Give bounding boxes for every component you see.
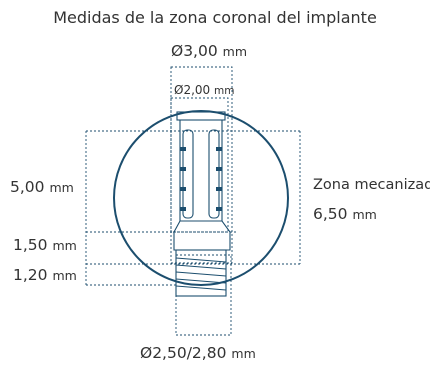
collar-height-unit: mm — [52, 238, 77, 253]
collar-height-label: 1,50 mm — [13, 236, 77, 254]
post-walls — [179, 120, 223, 221]
coronal-height-label: 5,00 mm — [10, 178, 74, 196]
post-cap — [176, 111, 226, 121]
thread-start-label: 1,20 mm — [13, 266, 77, 284]
inner-diameter-label: Ø2,00 mm — [174, 84, 234, 97]
platform-diameter-box — [170, 66, 233, 264]
thread-start-unit: mm — [52, 268, 77, 283]
thread-start-value: 1,20 — [13, 266, 48, 284]
implant-collar — [173, 220, 231, 251]
platform-diameter-value: Ø3,00 — [171, 42, 218, 60]
machined-zone-label: Zona mecanizada — [313, 177, 430, 193]
platform-diameter-unit: mm — [222, 44, 248, 59]
implant-thread-body — [175, 249, 227, 297]
coronal-height-value: 5,00 — [10, 178, 45, 196]
platform-diameter-label: Ø3,00 mm — [171, 42, 248, 60]
machined-zone-height-label: 6,50 mm — [313, 205, 377, 223]
machined-zone-height-unit: mm — [352, 207, 377, 222]
implant-post — [173, 111, 231, 297]
slot-right — [208, 129, 220, 219]
magnifier-circle — [113, 110, 289, 286]
body-diameter-unit: mm — [231, 346, 256, 361]
inner-diameter-unit: mm — [214, 85, 235, 97]
body-diameter-value: Ø2,50/2,80 — [140, 344, 227, 362]
coronal-height-unit: mm — [49, 180, 74, 195]
implant-threads — [175, 257, 227, 291]
inner-diameter-value: Ø2,00 — [174, 83, 211, 97]
machined-zone-height-value: 6,50 — [313, 205, 348, 223]
collar-height-value: 1,50 — [13, 236, 48, 254]
body-diameter-label: Ø2,50/2,80 mm — [140, 344, 256, 362]
inner-diameter-box — [170, 97, 229, 233]
slot-left — [182, 129, 194, 219]
diagram-title: Medidas de la zona coronal del implante — [53, 8, 377, 27]
retention-dots — [180, 147, 222, 211]
